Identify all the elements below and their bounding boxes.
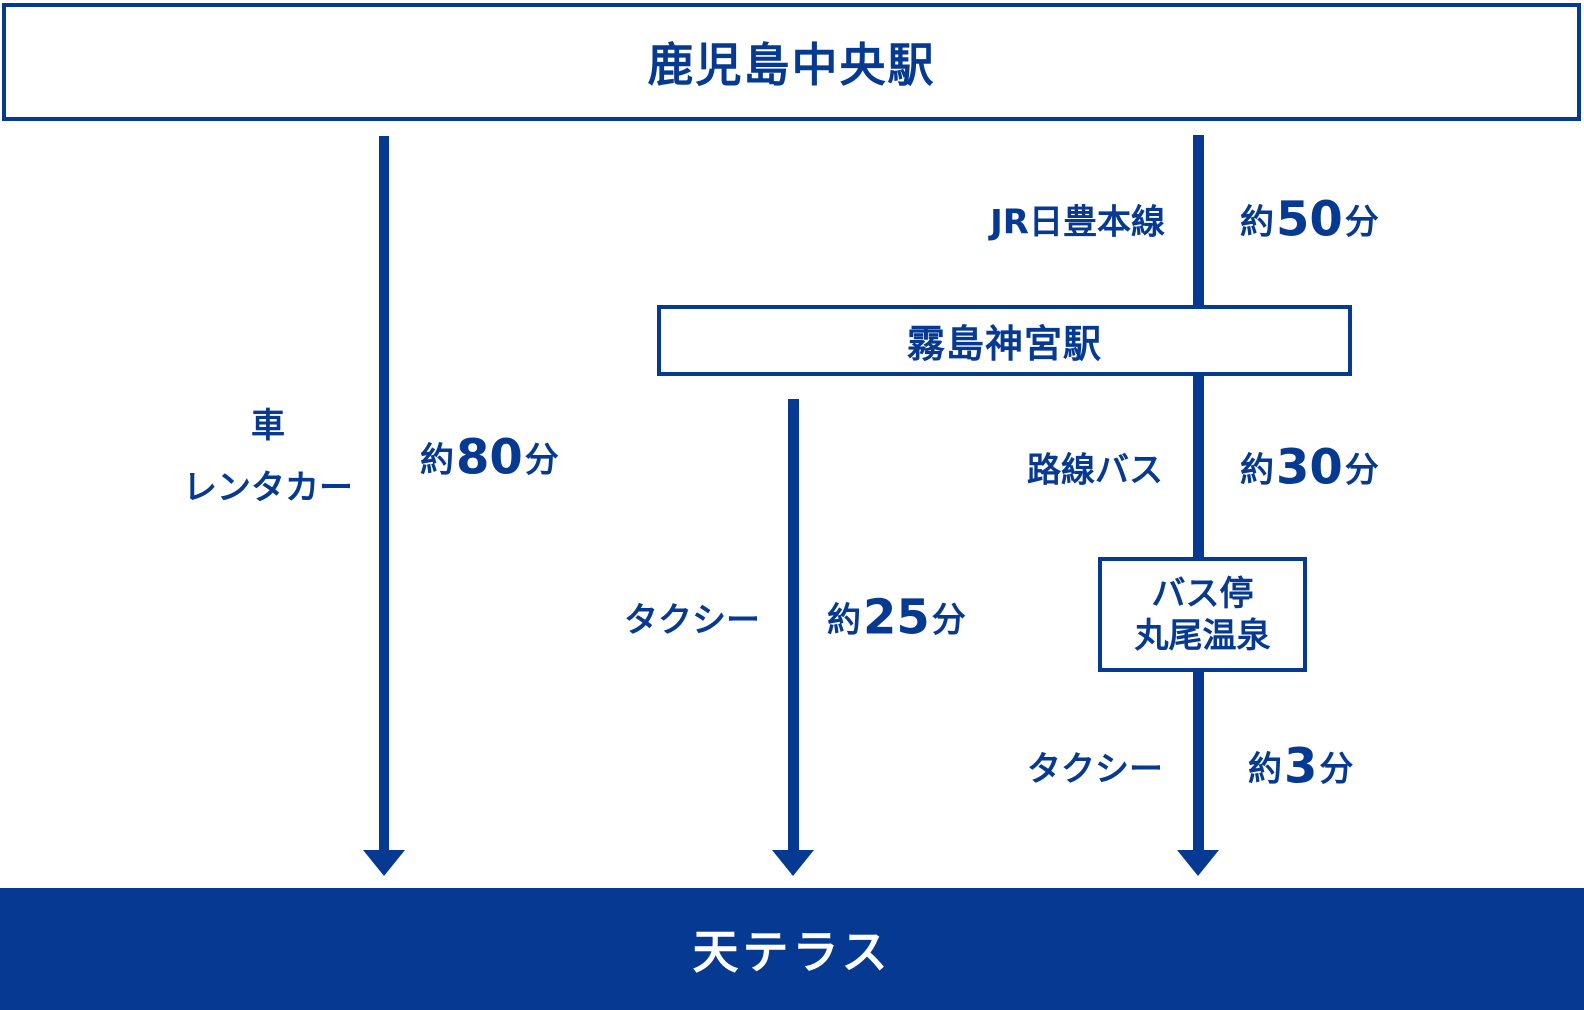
car-method-label-line1: 車 [251,406,285,446]
taxi-from-station-arrow-line [788,399,799,852]
maruo-onsen-bus-stop-box: バス停 丸尾温泉 [1098,557,1307,672]
train-duration-label: 約 50 分 [1240,195,1379,244]
taxi-from-station-method-label: タクシー [624,600,760,641]
taxi-from-station-duration-value: 25 [863,589,930,645]
train-bus-taxi-arrow-line [1193,135,1204,852]
kirishima-jingu-station-label: 霧島神宮駅 [906,322,1102,366]
local-bus-duration-prefix: 約 [1240,450,1274,491]
local-bus-duration-value: 30 [1276,439,1343,495]
local-bus-duration-suffix: 分 [1344,450,1379,491]
car-duration-label: 約 80 分 [420,433,559,482]
taxi-from-station-duration-label: 約 25 分 [827,593,966,642]
maruo-onsen-bus-stop-label-line2: 丸尾温泉 [1134,615,1271,656]
train-method-label: JR日豊本線 [990,202,1165,243]
local-bus-method-label: 路線バス [1027,450,1163,491]
car-duration-prefix: 約 [420,440,454,481]
kirishima-jingu-station-box: 霧島神宮駅 [657,305,1352,376]
destination-bar: 天テラス [0,888,1584,1010]
taxi-from-station-arrowhead-icon [772,850,814,876]
car-method-label-line2: レンタカー [183,468,353,508]
train-duration-prefix: 約 [1240,202,1274,243]
taxi-from-station-duration-prefix: 約 [827,600,861,641]
taxi-from-bus-stop-duration-suffix: 分 [1319,749,1354,790]
train-duration-value: 50 [1276,191,1343,247]
car-route-arrowhead-icon [363,850,405,876]
taxi-from-bus-stop-method-label: タクシー [1027,749,1163,790]
train-duration-suffix: 分 [1344,202,1379,243]
car-route-arrow-line [379,136,389,852]
car-method-label: 車 レンタカー [158,409,378,505]
car-duration-value: 80 [456,429,523,485]
taxi-from-bus-stop-duration-label: 約 3 分 [1248,742,1353,791]
maruo-onsen-bus-stop-label-line1: バス停 [1151,573,1254,614]
destination-label: 天テラス [692,925,892,979]
taxi-from-station-duration-suffix: 分 [931,600,966,641]
car-duration-suffix: 分 [524,440,559,481]
train-bus-taxi-arrowhead-icon [1177,850,1219,876]
taxi-from-bus-stop-duration-value: 3 [1284,738,1318,794]
origin-station-box: 鹿児島中央駅 [2,3,1581,121]
origin-station-label: 鹿児島中央駅 [647,38,936,92]
taxi-from-bus-stop-duration-prefix: 約 [1248,749,1282,790]
local-bus-duration-label: 約 30 分 [1240,443,1379,492]
